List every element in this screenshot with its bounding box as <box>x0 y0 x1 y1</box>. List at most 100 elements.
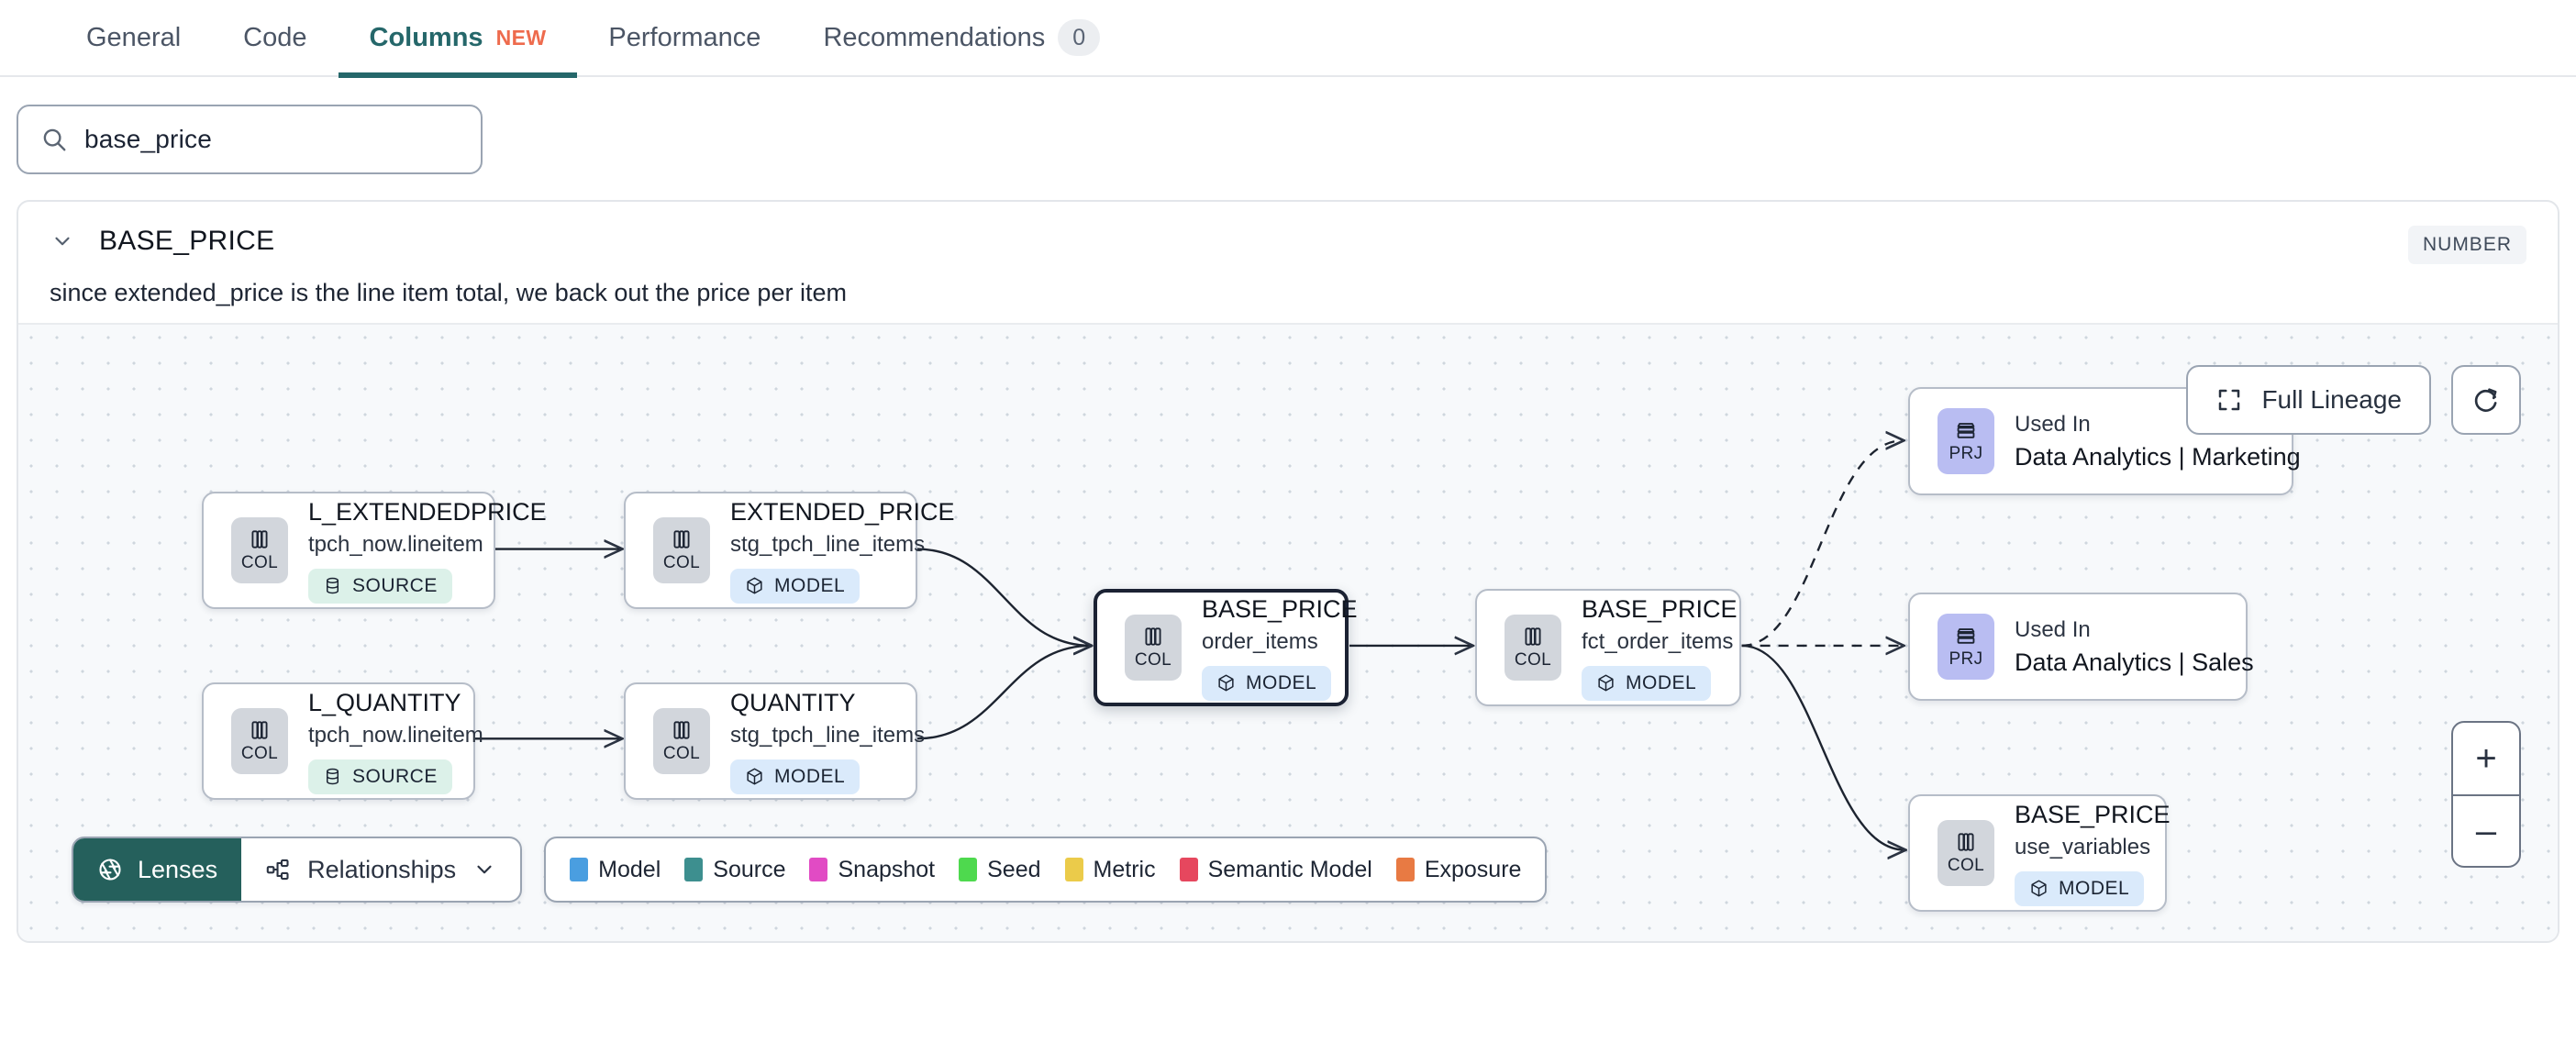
lineage-legend: Model Source Snapshot Seed Metric <box>544 837 1548 903</box>
legend-swatch <box>1064 858 1083 881</box>
legend-label: Metric <box>1093 856 1156 882</box>
cube-icon <box>2031 880 2047 897</box>
node-pill-label: MODEL <box>2059 877 2130 899</box>
node-type-pill: MODEL <box>2015 870 2145 906</box>
legend-item-model: Model <box>570 857 661 883</box>
column-panel: BASE_PRICE NUMBER since extended_price i… <box>17 200 2559 943</box>
search-input[interactable]: base_price <box>17 105 483 174</box>
col-icon: COL <box>1938 820 1994 886</box>
legend-swatch <box>809 858 828 881</box>
project-used-in-label: Used In <box>2015 616 2091 642</box>
tab-label: Performance <box>608 22 761 52</box>
col-icon: COL <box>1505 615 1561 681</box>
refresh-icon <box>2474 388 2497 412</box>
col-icon-label: COL <box>1947 856 1985 875</box>
col-icon: COL <box>231 708 288 774</box>
page-title: BASE_PRICE <box>99 226 275 256</box>
zoom-in-button[interactable]: + <box>2475 737 2497 779</box>
relationships-dropdown[interactable]: Relationships <box>241 838 520 901</box>
col-icon-label: COL <box>1514 650 1552 670</box>
node-subtitle: stg_tpch_line_items <box>730 722 926 748</box>
node-pill-label: MODEL <box>1246 671 1317 693</box>
legend-label: Seed <box>987 856 1041 882</box>
lineage-node-base-price-use-variables[interactable]: COL BASE_PRICE use_variables MODEL <box>1908 794 2171 912</box>
column-header: BASE_PRICE NUMBER since extended_price i… <box>18 202 2558 323</box>
legend-label: Source <box>713 856 786 882</box>
tab-label: Recommendations <box>823 22 1046 52</box>
col-icon: COL <box>231 517 288 583</box>
tab-general[interactable]: General <box>55 0 212 76</box>
project-name: Data Analytics | Marketing <box>2015 442 2301 471</box>
column-type-badge: NUMBER <box>2407 226 2526 264</box>
lineage-node-quantity[interactable]: COL QUANTITY stg_tpch_line_items MODEL <box>624 682 925 800</box>
node-name: BASE_PRICE <box>2015 800 2171 828</box>
node-pill-label: SOURCE <box>352 574 438 596</box>
node-name: BASE_PRICE <box>1202 594 1358 623</box>
node-name: L_EXTENDEDPRICE <box>308 497 547 526</box>
legend-swatch <box>1395 858 1415 881</box>
refresh-button[interactable] <box>2451 365 2521 435</box>
full-lineage-button[interactable]: Full Lineage <box>2186 365 2431 435</box>
lenses-label: Lenses <box>138 855 218 883</box>
aperture-icon <box>99 859 121 881</box>
search-icon <box>43 128 66 151</box>
cube-icon <box>1218 674 1234 692</box>
chevron-down-icon <box>477 865 492 874</box>
legend-swatch <box>1179 858 1198 881</box>
col-icon: COL <box>653 517 710 583</box>
tab-columns[interactable]: Columns NEW <box>338 0 578 78</box>
col-icon-label: COL <box>240 744 279 763</box>
node-subtitle: tpch_now.lineitem <box>308 722 483 748</box>
legend-swatch <box>959 858 978 881</box>
legend-label: Exposure <box>1424 856 1522 882</box>
lenses-relationships-group: Lenses Relationships <box>72 837 523 903</box>
lineage-node-base-price-fct-order-items[interactable]: COL BASE_PRICE fct_order_items MODEL <box>1475 589 1741 706</box>
lineage-node-project-sales[interactable]: PRJ Used In Data Analytics | Sales <box>1908 593 2254 701</box>
node-type-pill: SOURCE <box>308 568 452 604</box>
node-type-pill: MODEL <box>730 568 861 604</box>
canvas-bottom-toolbar: Lenses Relationships Model Source <box>72 837 1548 903</box>
lineage-node-l-quantity[interactable]: COL L_QUANTITY tpch_now.lineitem SOURCE <box>202 682 483 800</box>
cube-icon <box>747 577 762 594</box>
tab-label: General <box>86 22 182 52</box>
tab-recommendations[interactable]: Recommendations 0 <box>792 0 1131 76</box>
zoom-controls: + – <box>2451 721 2521 868</box>
col-icon-label: COL <box>1134 650 1172 670</box>
recommendations-count-badge: 0 <box>1058 19 1101 56</box>
lineage-node-extended-price[interactable]: COL EXTENDED_PRICE stg_tpch_line_items M… <box>624 492 955 609</box>
node-pill-label: SOURCE <box>352 765 438 787</box>
project-used-in-label: Used In <box>2015 411 2091 437</box>
lineage-node-base-price-order-items[interactable]: COL BASE_PRICE order_items MODEL <box>1094 589 1358 706</box>
node-type-pill: MODEL <box>730 759 861 794</box>
search-area: base_price <box>0 77 2576 174</box>
node-name: BASE_PRICE <box>1582 594 1738 623</box>
legend-swatch <box>570 858 589 881</box>
node-subtitle: order_items <box>1202 628 1318 654</box>
search-value: base_price <box>84 125 212 153</box>
legend-item-semantic-model: Semantic Model <box>1179 857 1372 883</box>
col-icon-label: COL <box>662 744 701 763</box>
tab-label: Columns <box>369 22 483 52</box>
canvas-top-controls: Full Lineage <box>2186 365 2521 435</box>
node-type-pill: MODEL <box>1202 665 1332 701</box>
chevron-down-icon[interactable] <box>50 228 75 254</box>
legend-label: Snapshot <box>838 856 936 882</box>
full-lineage-label: Full Lineage <box>2261 385 2402 414</box>
zoom-out-button[interactable]: – <box>2453 794 2519 866</box>
tab-code[interactable]: Code <box>212 0 338 76</box>
project-icon: PRJ <box>1938 614 1994 680</box>
lineage-canvas[interactable]: COL L_EXTENDEDPRICE tpch_now.lineitem SO… <box>18 323 2558 941</box>
node-type-pill: SOURCE <box>308 759 452 794</box>
node-pill-label: MODEL <box>774 765 846 787</box>
database-icon <box>326 768 339 785</box>
col-icon: COL <box>653 708 710 774</box>
relationships-label: Relationships <box>307 855 457 883</box>
legend-item-snapshot: Snapshot <box>809 857 935 883</box>
project-name: Data Analytics | Sales <box>2015 648 2254 676</box>
legend-item-source: Source <box>684 857 785 883</box>
lineage-node-l-extendedprice[interactable]: COL L_EXTENDEDPRICE tpch_now.lineitem SO… <box>202 492 547 609</box>
tab-performance[interactable]: Performance <box>577 0 792 76</box>
node-subtitle: stg_tpch_line_items <box>730 531 926 557</box>
legend-item-metric: Metric <box>1064 856 1156 883</box>
lenses-button[interactable]: Lenses <box>73 838 242 901</box>
